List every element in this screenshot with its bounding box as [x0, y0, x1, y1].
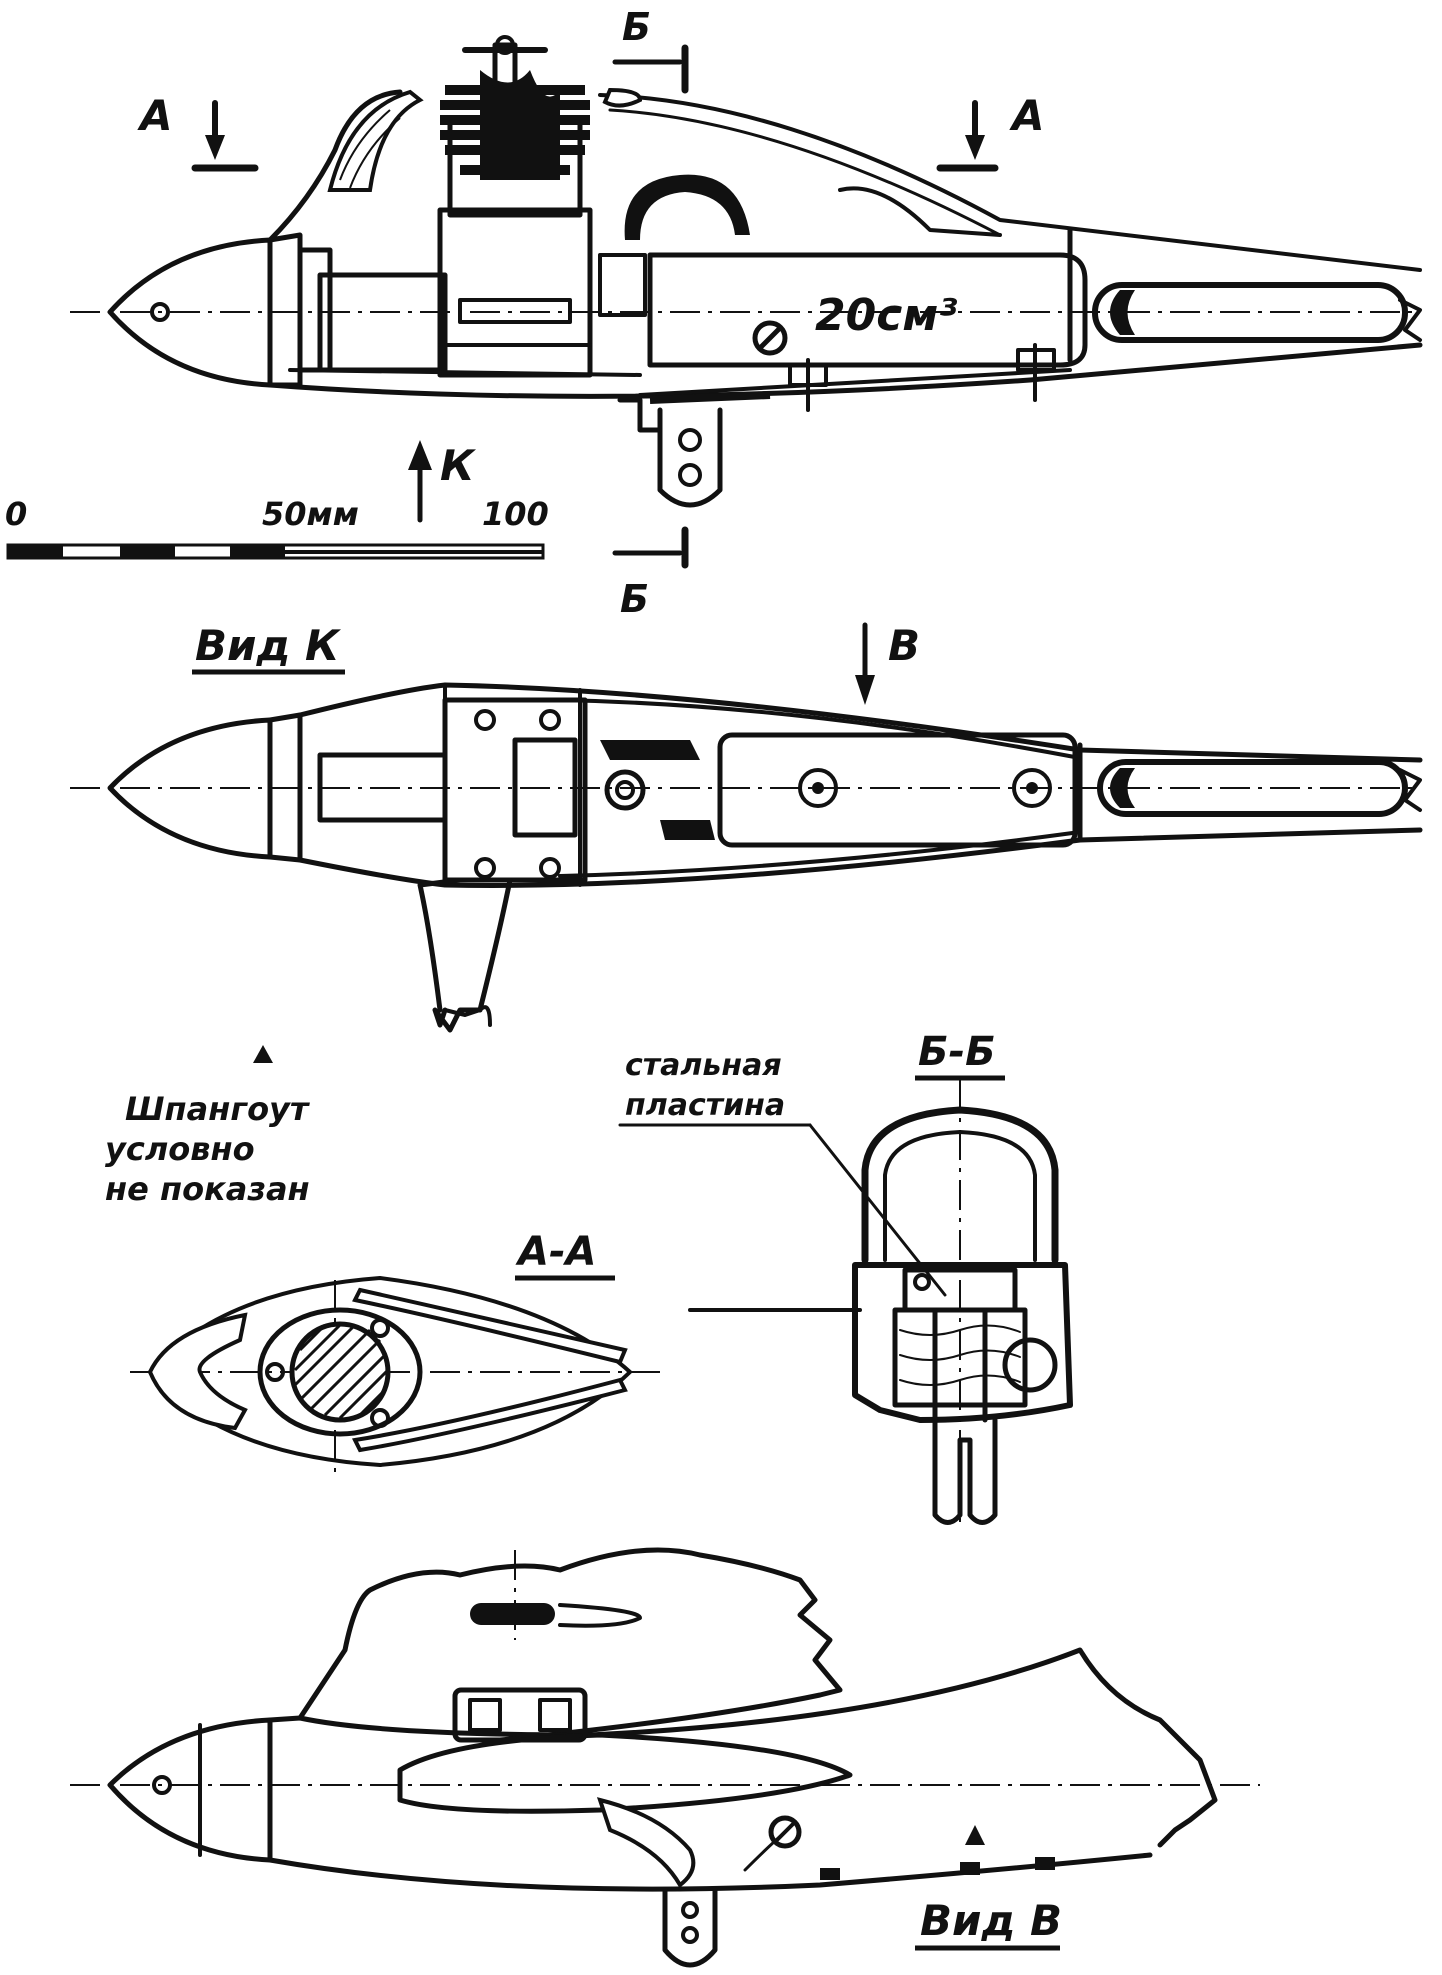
svg-text:А: А — [1009, 91, 1045, 140]
svg-text:К: К — [440, 441, 477, 490]
view-v-title: Вид В — [920, 1896, 1062, 1945]
view-k-fuselage: Вид К В — [70, 621, 1423, 1033]
svg-text:А: А — [137, 91, 173, 140]
svg-text:Б-Б: Б-Б — [918, 1029, 996, 1075]
svg-text:Б: Б — [622, 5, 651, 49]
svg-text:не показан: не показан — [105, 1170, 310, 1208]
steel-plate-label: стальная — [625, 1048, 782, 1083]
engine-volume-label: 20см³ — [815, 290, 958, 341]
scale-bar: 0 50мм 100 — [5, 495, 549, 560]
cooling-fins-icon — [440, 70, 590, 180]
section-marker-a-left: А — [137, 91, 259, 172]
wood-grain — [339, 109, 401, 189]
svg-text:Б: Б — [620, 577, 649, 621]
svg-text:50мм: 50мм — [262, 495, 359, 533]
view-v-fuselage: Вид В — [70, 1547, 1260, 1968]
bolt-icon — [1016, 343, 1056, 402]
svg-text:Вид К: Вид К — [195, 621, 342, 670]
hatched-crankshaft-icon — [293, 1323, 390, 1420]
view-k-arrow: К — [408, 440, 477, 523]
svg-text:А-А: А-А — [515, 1229, 597, 1275]
svg-text:100: 100 — [482, 495, 549, 533]
svg-text:условно: условно — [105, 1130, 255, 1168]
svg-text:пластина: пластина — [625, 1088, 785, 1123]
section-marker-b-top: Б — [612, 5, 689, 94]
section-aa: А-А — [130, 1229, 660, 1480]
section-bb: Б-Б стальная пластина — [618, 1029, 1073, 1530]
bolt-icon — [788, 358, 828, 412]
svg-text:0: 0 — [5, 495, 27, 533]
view-v-arrow-label: В — [888, 621, 920, 670]
note-frame-not-shown: Шпангоут условно не показан — [105, 1045, 311, 1208]
section-marker-b-bottom: Б — [612, 526, 689, 621]
svg-text:Шпангоут: Шпангоут — [125, 1090, 311, 1128]
side-view-fuselage: 20см³ — [70, 35, 1423, 508]
section-marker-a-right: А — [936, 91, 1045, 172]
